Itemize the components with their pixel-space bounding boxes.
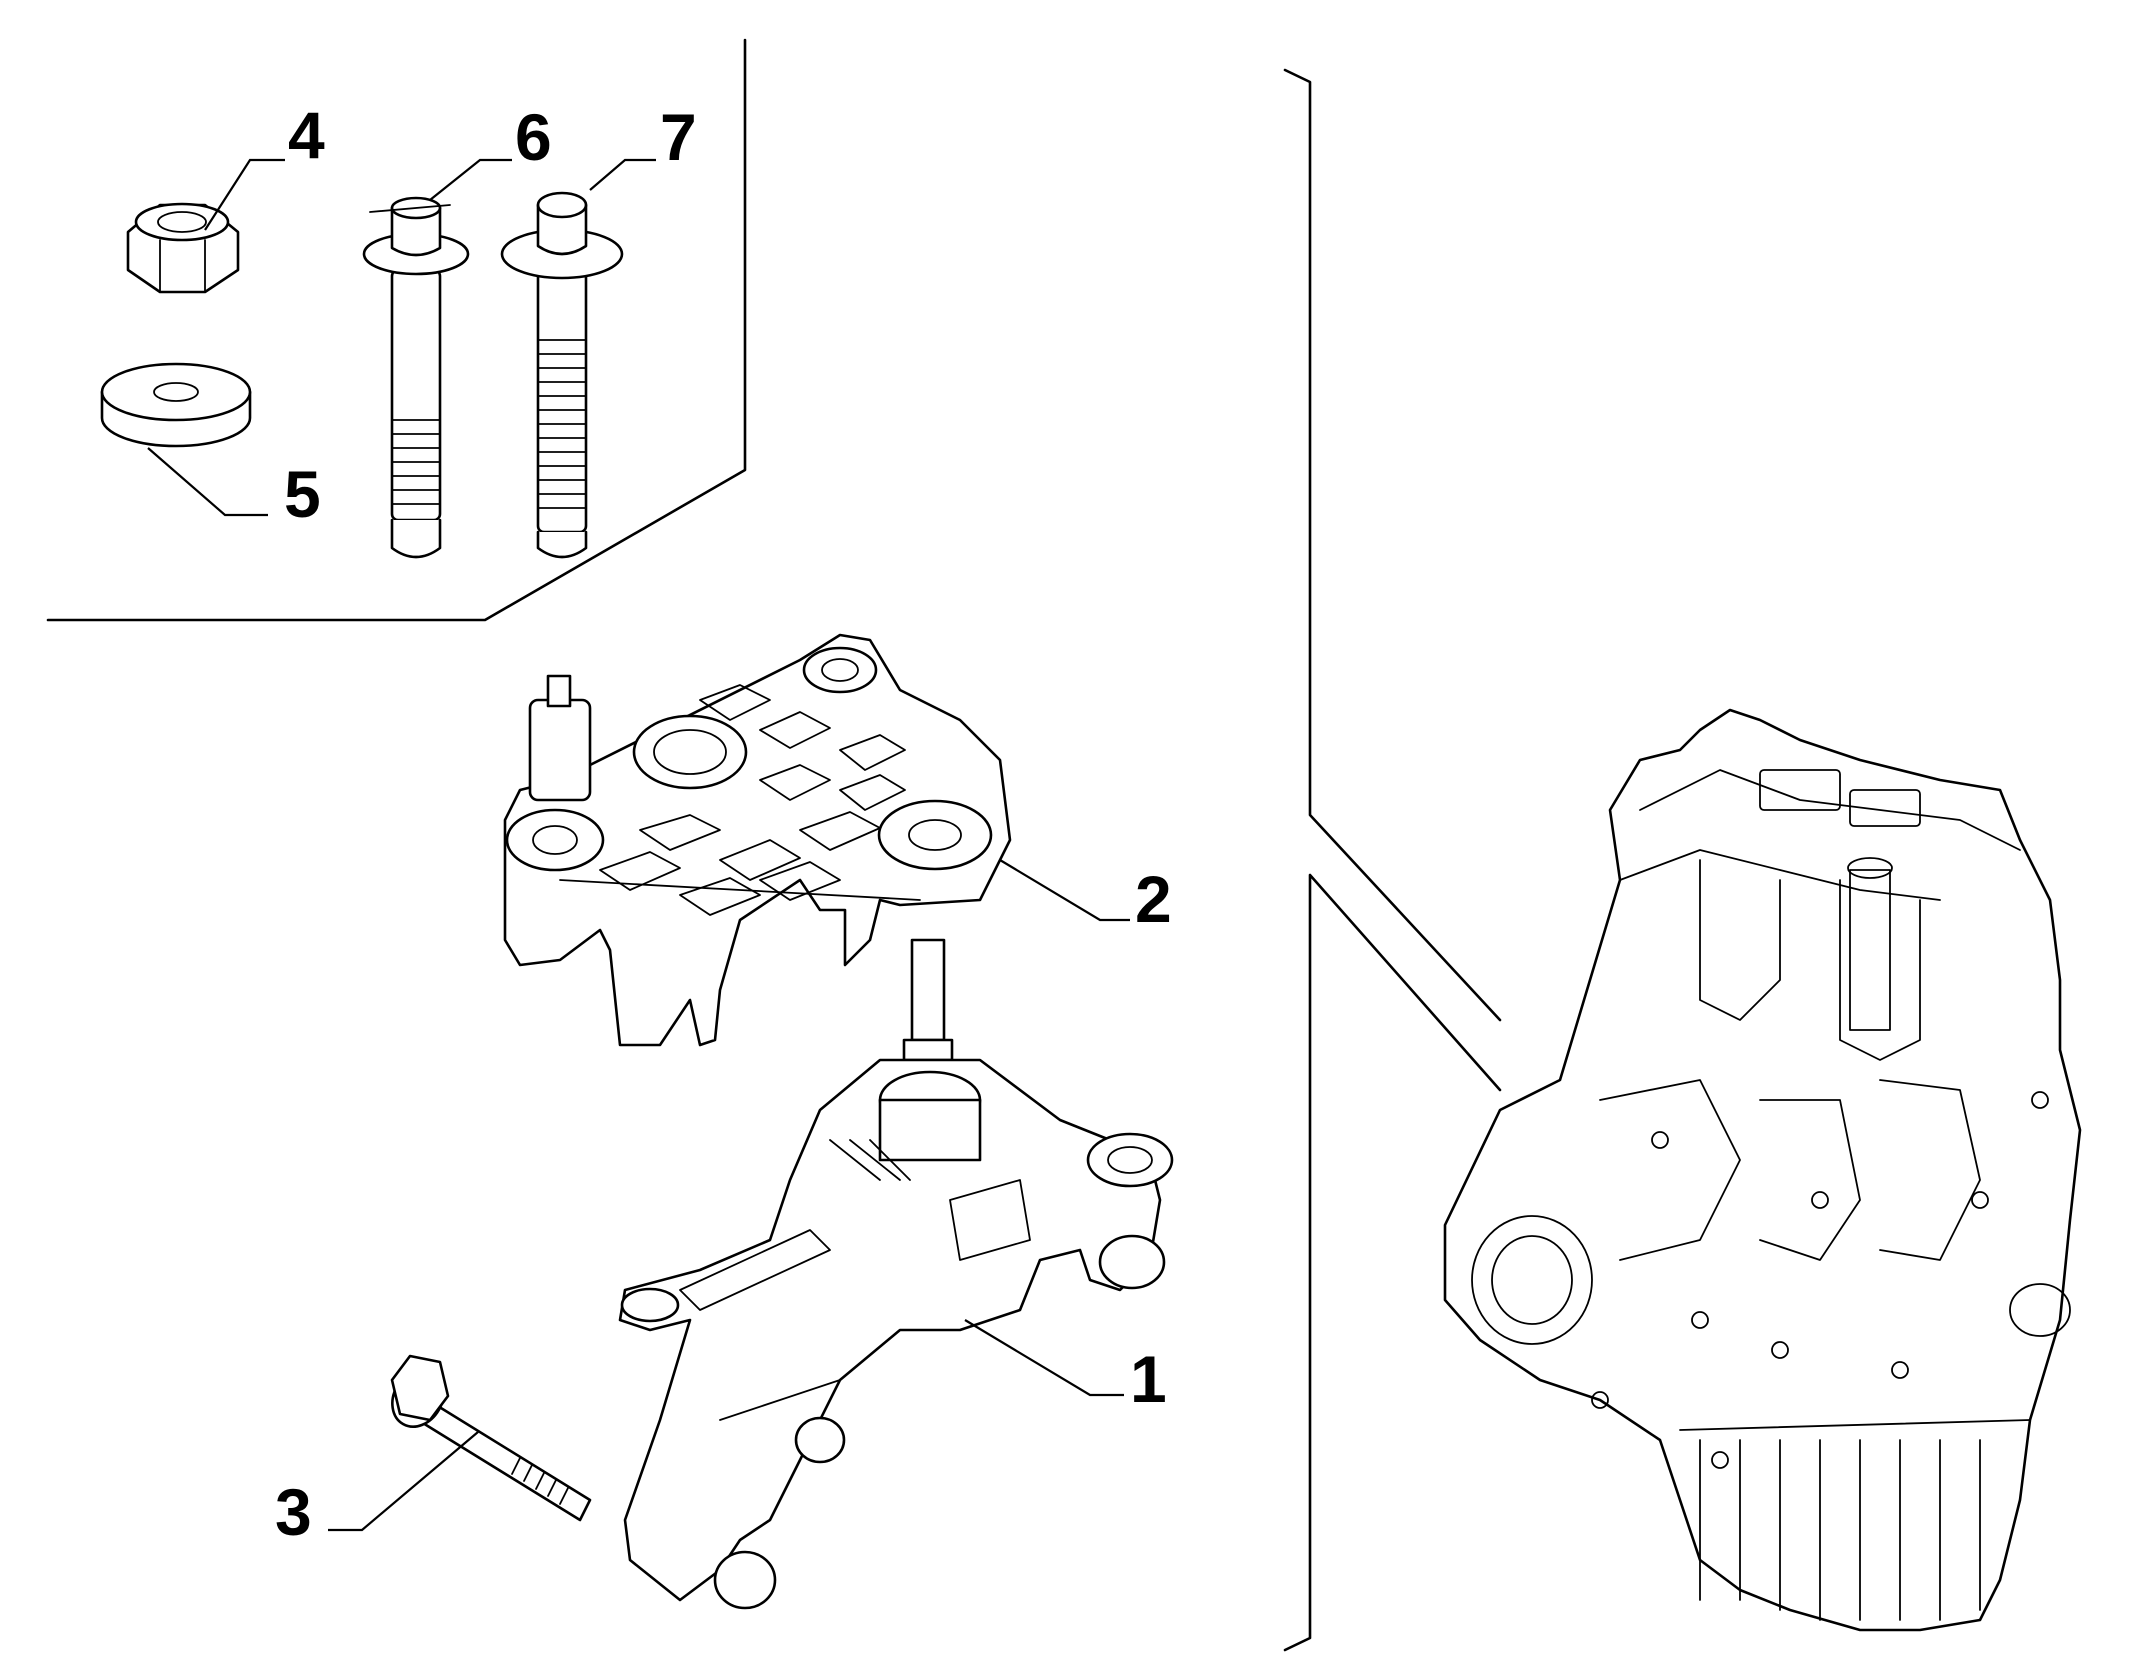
nut-part: [126, 202, 240, 294]
bolt-part-3: [390, 1354, 592, 1522]
callout-2: 2: [1135, 862, 1172, 936]
mount-support-part-1: [618, 938, 1174, 1610]
callout-4: 4: [288, 98, 325, 172]
callout-7: 7: [660, 100, 697, 174]
callout-6: 6: [515, 100, 552, 174]
bolt-part-6: [362, 196, 470, 559]
engine-bracket-line: [1283, 68, 1502, 1652]
callout-labels: 4 6 7 5 2 1 3: [275, 98, 1172, 1549]
callout-1: 1: [1130, 1342, 1167, 1416]
bracket-part-2: [503, 633, 1012, 1047]
callout-3: 3: [275, 1475, 312, 1549]
callout-5: 5: [284, 457, 321, 531]
washer-part: [100, 362, 252, 448]
bolt-part-7: [500, 191, 624, 559]
engine-block: [1443, 708, 2082, 1632]
leader-lines: [147, 158, 1130, 1532]
inset-frame: [46, 38, 747, 622]
